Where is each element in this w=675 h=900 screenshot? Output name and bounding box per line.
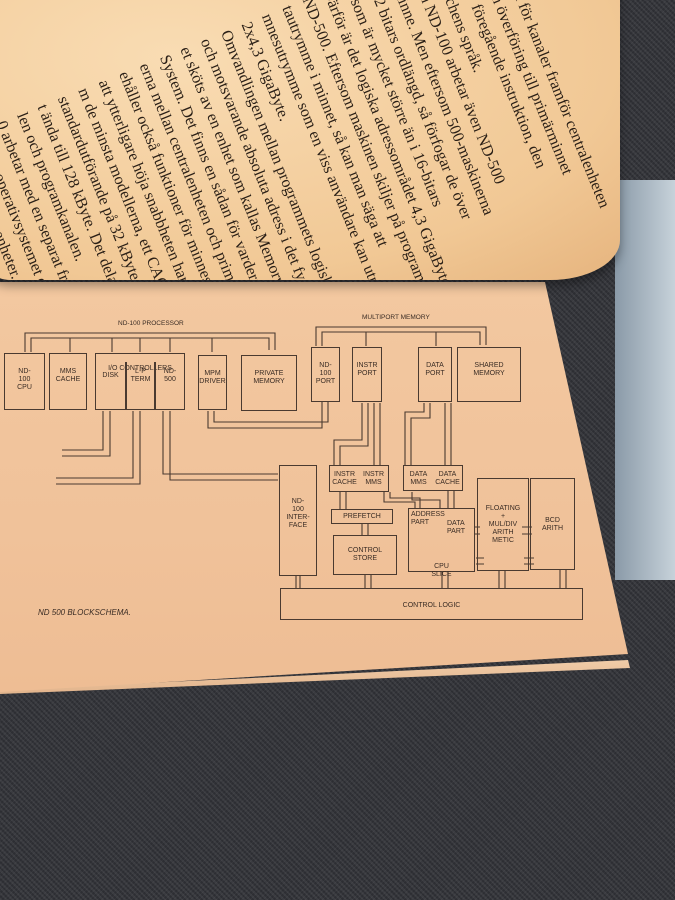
mpm-port-arrow — [207, 402, 329, 429]
nd100-cpu-block: ND- 100 CPU — [4, 353, 45, 410]
mms-cache-block: MMS CACHE — [49, 353, 87, 410]
data-part-label: DATA PART — [447, 520, 466, 535]
instr-cache-block: INSTR CACHE — [329, 465, 359, 492]
window-light — [615, 180, 675, 580]
data-cache-block: DATA CACHE — [433, 465, 463, 491]
instr-port-block: INSTR PORT — [352, 347, 382, 402]
control-logic-block: CONTROL LOGIC — [280, 588, 583, 620]
cpu-slice-block: ADDRESS PART DATA PART CPU SLICE — [408, 508, 475, 578]
processor-bus-arrow — [24, 332, 276, 352]
multiport-memory-label: MULTIPORT MEMORY — [362, 314, 430, 321]
book-upper-page: hämta. Detta för kanaler framför central… — [0, 0, 620, 280]
bcd-arith-block: BCD ARITH — [530, 478, 575, 570]
prefetch-block: PREFETCH — [331, 509, 393, 524]
control-store-block: CONTROL STORE — [333, 535, 397, 575]
cpu-slice-label: CPU SLICE — [431, 563, 452, 578]
nd100-processor-label: ND-100 PROCESSOR — [118, 320, 184, 327]
diagram-caption: ND 500 BLOCKSCHEMA. — [38, 608, 131, 617]
disk-arrow — [62, 411, 111, 457]
instr-mms-block: INSTR MMS — [359, 465, 389, 492]
book-lower-page: ND-100 PROCESSOR MULTIPORT MEMORY ND- 10… — [0, 282, 628, 692]
address-part-label: ADDRESS PART — [411, 511, 445, 526]
nd500-arrow — [162, 411, 278, 481]
lp-term-block: L-P TERM — [126, 362, 155, 410]
floating-arith-block: FLOATING + MUL/DIV ARITH METIC — [477, 478, 529, 571]
shared-memory-block: SHARED MEMORY — [457, 347, 521, 402]
mpm-driver-block: MPM DRIVER — [198, 355, 227, 410]
private-memory-block: PRIVATE MEMORY — [241, 355, 297, 411]
nd500-controller-block: ND- 500 — [155, 362, 185, 410]
nd100-port-block: ND- 100 PORT — [311, 347, 340, 402]
data-port-block: DATA PORT — [418, 347, 452, 402]
memory-bus-arrow — [315, 326, 487, 346]
data-mms-block: DATA MMS — [403, 465, 433, 491]
disk-block: DISK — [95, 362, 126, 410]
page-text: hämta. Detta för kanaler framför central… — [0, 0, 620, 280]
lpterm-arrow — [56, 411, 141, 485]
io-controllers-label: I/O CONTROLLERS — [108, 365, 172, 372]
nd100-interface-block: ND- 100 INTER- FACE — [279, 465, 317, 576]
